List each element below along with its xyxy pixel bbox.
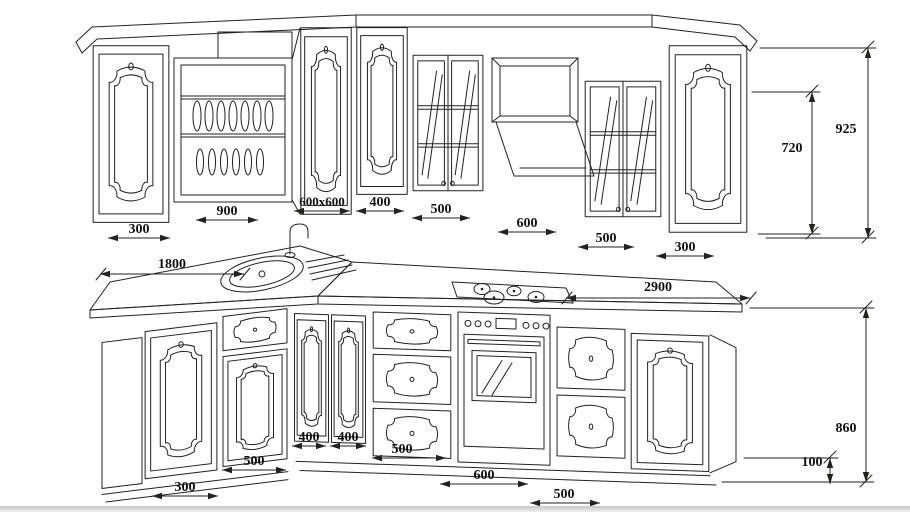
dim-sink-cabinet: 500 <box>244 454 265 469</box>
dim-oven-cabinet: 600 <box>474 468 495 483</box>
oven-window <box>471 349 537 404</box>
dim-upper-glass-right: 500 <box>596 231 617 246</box>
corner-base-door-a <box>294 313 329 443</box>
drainboard <box>305 254 357 281</box>
dim-upper-right-cabinet: 300 <box>675 240 696 255</box>
dim-corner-door-a: 400 <box>299 430 320 445</box>
upper-right-cabinet-door <box>668 45 748 233</box>
upper-height-dimensions <box>751 40 877 244</box>
sink-cabinet-drawer <box>222 308 288 352</box>
dim-drawer-cabinet: 500 <box>392 442 413 457</box>
right-drawer-bottom <box>556 394 626 459</box>
dish-plates-row-lower <box>196 148 264 176</box>
upper-left-cabinet-door <box>92 45 170 223</box>
base-end-panel <box>709 334 737 474</box>
oven-handle <box>467 338 541 347</box>
base-end-door <box>630 332 710 472</box>
countertop <box>89 245 743 319</box>
dim-left-run: 1800 <box>158 257 186 272</box>
upper-width-dimensions <box>108 207 714 260</box>
dim-upper-narrow-door: 400 <box>370 195 391 210</box>
base-left-door <box>144 322 218 480</box>
dim-upper-height: 720 <box>782 141 803 156</box>
oven-door <box>463 333 545 450</box>
upper-hood-section <box>491 57 595 177</box>
upper-corner-cabinet-door <box>300 27 352 215</box>
upper-glass-cabinet-left <box>412 54 484 192</box>
extractor-hood-canopy <box>495 121 595 177</box>
lower-dimensions <box>95 267 875 507</box>
base-corner-end-panel <box>101 337 143 489</box>
oven <box>457 311 551 466</box>
dim-right-run: 2900 <box>644 280 672 295</box>
dim-upper-hood-section: 600 <box>517 216 538 231</box>
dim-corner-door-b: 400 <box>338 430 359 445</box>
corner-base-door-b <box>331 314 366 444</box>
base-right-wing <box>294 311 737 486</box>
dim-corner-end: 300 <box>175 480 196 495</box>
right-drawer-top <box>556 326 626 391</box>
dim-upper-corner-cabinet: 600x600 <box>299 194 345 209</box>
upper-narrow-door <box>356 27 408 195</box>
dim-plinth-height: 100 <box>802 455 823 470</box>
drawer-middle <box>372 353 452 405</box>
dish-plates-row <box>192 100 274 132</box>
dim-right-drawer-cabinet: 500 <box>554 487 575 502</box>
dim-upper-glass-left: 500 <box>431 202 452 217</box>
photo-edge-shadow <box>0 506 910 512</box>
upper-dish-rack-cabinet <box>173 57 293 203</box>
sink <box>220 254 357 293</box>
sink-cabinet-door <box>222 348 288 467</box>
dim-base-height: 860 <box>836 421 857 436</box>
upper-corner-joint <box>291 27 301 215</box>
cooktop <box>451 281 574 305</box>
dim-upper-left-cabinet: 300 <box>129 222 150 237</box>
dimension-labels: 300 900 600x600 400 500 600 500 300 925 … <box>129 122 857 502</box>
upper-cornice <box>75 14 758 54</box>
base-left-wing <box>101 308 289 503</box>
dim-upper-rack-cabinet: 900 <box>217 204 238 219</box>
upper-glass-cabinet-right <box>584 80 662 218</box>
drawer-top <box>372 311 452 352</box>
oven-display <box>495 317 517 330</box>
dim-total-height: 925 <box>836 122 857 137</box>
upper-open-shelf <box>217 31 293 59</box>
faucet <box>284 223 309 258</box>
